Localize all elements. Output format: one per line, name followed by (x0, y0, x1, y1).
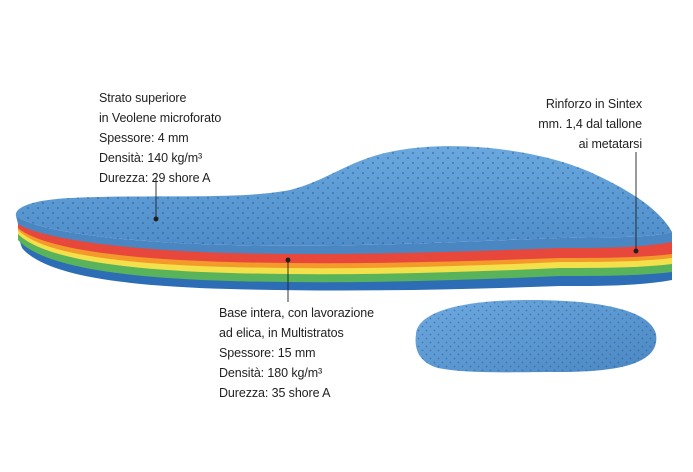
leader-lines (153, 152, 639, 302)
annotation-line: Spessore: 4 mm (99, 131, 189, 145)
top-layer-edge (16, 216, 672, 255)
annotation-line: Densità: 140 kg/m³ (99, 151, 203, 165)
annotation-line: Durezza: 29 shore A (99, 171, 211, 185)
insole-top-view (415, 300, 657, 373)
insole-side-layers (16, 216, 672, 291)
insole-top-surface (15, 146, 672, 246)
leader-reinforcement-dot (633, 248, 639, 254)
red-layer (18, 218, 672, 264)
annotation-line: Base intera, con lavorazione (219, 306, 374, 320)
leader-top-layer-dot (153, 216, 159, 222)
annotation-reinforcement: Rinforzo in Sintex mm. 1,4 dal tallone a… (538, 94, 642, 154)
annotation-line: in Veolene microforato (99, 111, 222, 125)
annotation-line: mm. 1,4 dal tallone (538, 117, 642, 131)
annotation-line: Durezza: 35 shore A (219, 386, 331, 400)
annotation-top-layer: Strato superiore in Veolene microforato … (99, 88, 221, 188)
annotation-line: Rinforzo in Sintex (545, 97, 642, 111)
annotation-base: Base intera, con lavorazione ad elica, i… (219, 303, 374, 403)
leader-base-dot (285, 257, 291, 263)
annotation-line: Densità: 180 kg/m³ (219, 366, 323, 380)
annotation-line: ai metatarsi (578, 137, 643, 151)
annotation-line: ad elica, in Multistratos (219, 326, 344, 340)
annotation-line: Spessore: 15 mm (219, 346, 316, 360)
annotation-line: Strato superiore (99, 91, 187, 105)
